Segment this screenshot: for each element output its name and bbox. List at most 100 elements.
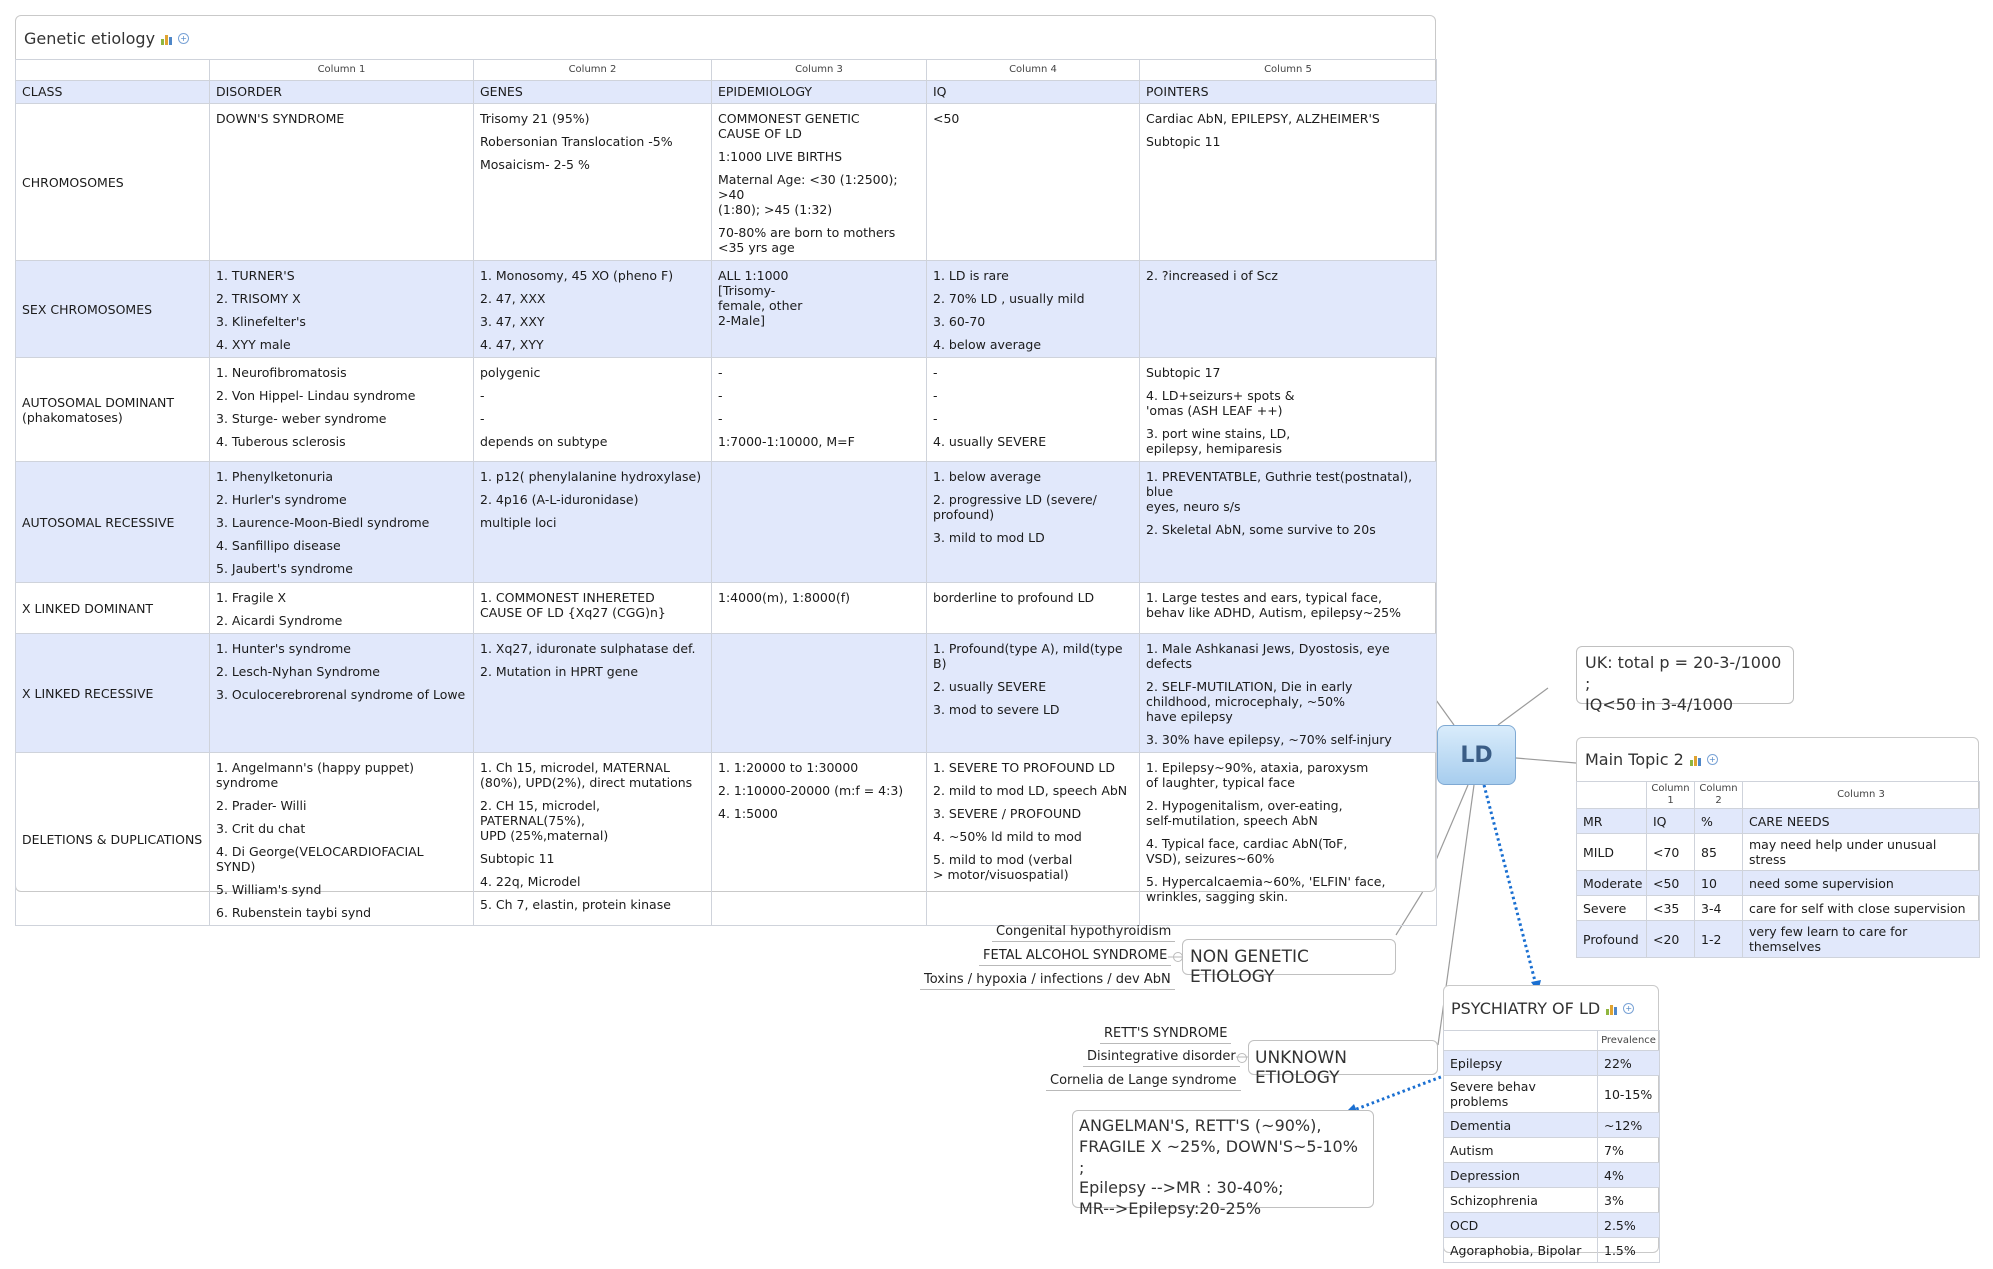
table-cell: 3% [1597,1187,1660,1213]
cell-item: 3. 30% have epilepsy, ~70% self-injury [1146,732,1392,747]
genes-cell: 1. Ch 15, microdel, MATERNAL (80%), UPD(… [473,752,712,926]
cell-item: Subtopic 17 [1146,365,1221,380]
cell-item: 5. Jaubert's syndrome [216,561,353,576]
leaf-retts-syndrome[interactable]: RETT'S SYNDROME [1100,1026,1232,1044]
cell-item: COMMONEST GENETIC CAUSE OF LD [718,111,860,141]
leaf-disintegrative-disorder[interactable]: Disintegrative disorder [1083,1049,1240,1067]
genetic-etiology-title[interactable]: Genetic etiology + [24,29,190,48]
cell-item: 1. PREVENTATBLE, Guthrie test(postnatal)… [1146,469,1413,514]
table-cell: 1-2 [1694,920,1743,958]
non-genetic-etiology-node[interactable]: NON GENETIC ETIOLOGY [1182,939,1396,987]
table-row: AUTOSOMAL DOMINANT (phakomatoses)1. Neur… [15,357,1437,462]
cell-item: 4. XYY male [216,337,291,352]
table-cell: Moderate [1576,870,1647,896]
cell-item: 2. Prader- Willi [216,798,307,813]
table-cell: % [1694,808,1743,834]
cell-item: 1. 1:20000 to 1:30000 [718,760,859,775]
cell-item: 1. Phenylketonuria [216,469,333,484]
cell-item: 6. Rubenstein taybi synd [216,905,372,920]
table-cell: CARE NEEDS [1742,808,1980,834]
dotted-link-psychiatry [1482,784,1538,986]
main-topic-2-title[interactable]: Main Topic 2 + [1585,750,1718,769]
header-cell: POINTERS [1139,80,1437,104]
table-cell: IQ [1646,808,1695,834]
cell-item: 2. 4p16 (A-L-iduronidase) [480,492,639,507]
uk-prevalence-note[interactable]: UK: total p = 20-3-/1000 ; IQ<50 in 3-4/… [1576,646,1794,714]
pointers-cell: 1. PREVENTATBLE, Guthrie test(postnatal)… [1139,461,1437,583]
cell-item: 1. TURNER'S [216,268,295,283]
epidemiology-cell [711,633,927,753]
cell-item: 1:7000-1:10000, M=F [718,434,855,449]
chart-icon [1606,1003,1618,1015]
collapse-dot-icon[interactable] [1173,952,1183,962]
chart-icon [161,33,173,45]
cell-item: 3. Crit du chat [216,821,306,836]
cell-item: - [933,411,938,426]
leaf-congenital-hypothyroidism[interactable]: Congenital hypothyroidism [992,924,1176,942]
cell-item: - [933,388,938,403]
cell-item: - [480,411,485,426]
header-cell: CLASS [15,80,210,104]
cell-item: 1. p12( phenylalanine hydroxylase) [480,469,702,484]
column-header [15,59,210,81]
ld-central-node[interactable]: LD [1437,725,1516,785]
link-uk-note [1497,687,1549,726]
collapse-dot-icon[interactable] [1237,1053,1247,1063]
cell-item: - [480,388,485,403]
table-cell: Depression [1443,1162,1598,1188]
table-cell: care for self with close supervision [1742,895,1980,921]
table-cell: MR [1576,808,1647,834]
epidemiology-cell: ALL 1:1000 [Trisomy- female, other 2-Mal… [711,260,927,358]
leaf-fetal-alcohol-syndrome[interactable]: FETAL ALCOHOL SYNDROME [979,948,1172,966]
cell-item: 1. Hunter's syndrome [216,641,351,656]
cell-item: Trisomy 21 (95%) [480,111,590,126]
epidemiology-cell: ---1:7000-1:10000, M=F [711,357,927,462]
cell-item: - [718,388,723,403]
cell-item: polygenic [480,365,541,380]
column-header: Column 1 [209,59,474,81]
expand-icon[interactable]: + [1623,1003,1635,1014]
table-cell: Agoraphobia, Bipolar [1443,1237,1598,1263]
cell-item: 3. port wine stains, LD, epilepsy, hemip… [1146,426,1291,456]
epilepsy-callout[interactable]: ANGELMAN'S, RETT'S (~90%), FRAGILE X ~25… [1072,1110,1374,1218]
cell-item: 4. Di George(VELOCARDIOFACIAL SYND) [216,844,424,874]
cell-item: 2. Von Hippel- Lindau syndrome [216,388,416,403]
cell-item: 70-80% are born to mothers <35 yrs age [718,225,896,255]
cell-item: 4. 47, XYY [480,337,544,352]
table-cell: 3-4 [1694,895,1743,921]
expand-icon[interactable]: + [178,33,190,44]
psychiatry-title[interactable]: PSYCHIATRY OF LD + [1451,999,1635,1018]
expand-icon[interactable]: + [1706,754,1718,765]
cell-item: 5. William's synd [216,882,322,897]
table-cell: 22% [1597,1050,1660,1076]
cell-item: 3. Klinefelter's [216,314,306,329]
unknown-etiology-node[interactable]: UNKNOWN ETIOLOGY [1248,1040,1438,1088]
cell-item: 1. Profound(type A), mild(type B) [933,641,1123,671]
table-cell: OCD [1443,1212,1598,1238]
cell-item: 2. usually SEVERE [933,679,1047,694]
leaf-toxins-hypoxia[interactable]: Toxins / hypoxia / infections / dev AbN [920,972,1175,990]
pointers-cell: 1. Male Ashkanasi Jews, Dyostosis, eye d… [1139,633,1437,753]
iq-cell: <50 [926,103,1140,261]
header-cell: GENES [473,80,712,104]
leaf-cornelia-de-lange[interactable]: Cornelia de Lange syndrome [1046,1073,1241,1091]
cell-item: 4. below average [933,337,1042,352]
column-header [1576,781,1647,809]
cell-item: 1:1000 LIVE BIRTHS [718,149,843,164]
cell-item: 3. Oculocerebrorenal syndrome of Lowe [216,687,466,702]
chart-icon [1689,754,1701,766]
